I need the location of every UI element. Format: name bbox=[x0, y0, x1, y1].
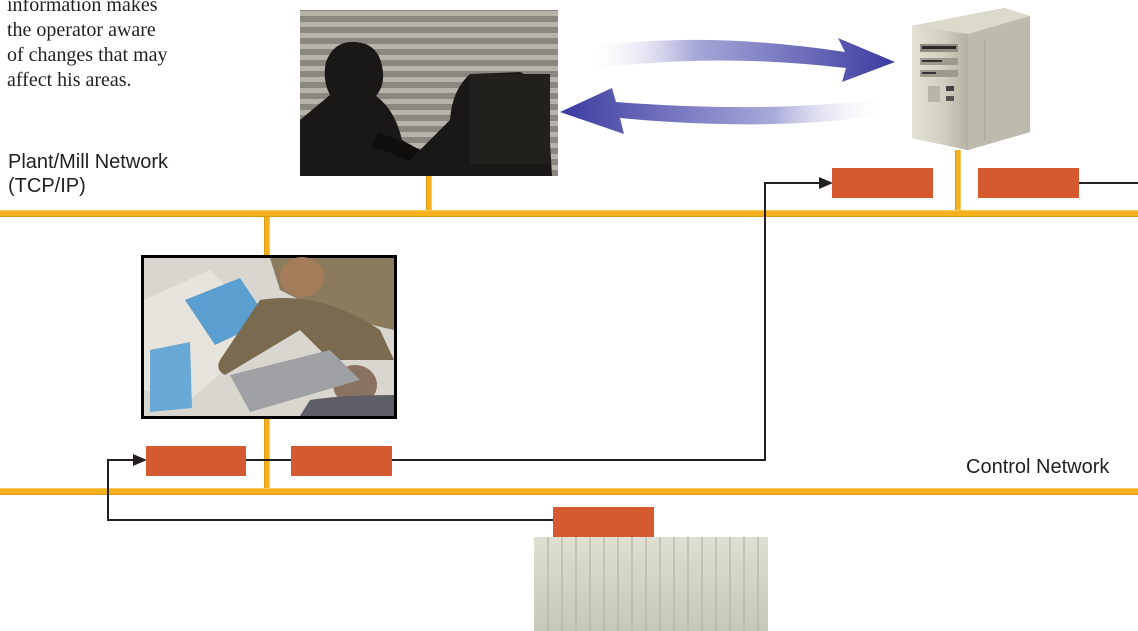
wire-rack-to-workstation-module bbox=[107, 459, 553, 521]
caption-line-4: affect his areas. bbox=[7, 69, 132, 91]
server-interface-module-right bbox=[978, 168, 1079, 198]
plant-network-protocol-label: (TCP/IP) bbox=[8, 175, 86, 197]
server-interface-module-left bbox=[832, 168, 933, 198]
workstation-interface-module-right bbox=[291, 446, 392, 476]
plant-network-label: Plant/Mill Network bbox=[8, 151, 169, 173]
wire-module2-to-server-module bbox=[392, 182, 828, 461]
workstation-interface-module-left bbox=[146, 446, 246, 476]
server-drop bbox=[955, 150, 961, 216]
control-network-bus bbox=[0, 488, 1138, 495]
operator-silhouette-photo bbox=[300, 10, 558, 177]
caption-line-2: the operator aware bbox=[7, 19, 156, 41]
arrowhead-to-workstation-module bbox=[133, 454, 147, 466]
controller-rack bbox=[534, 537, 768, 631]
sync-arrow-to-operator bbox=[560, 88, 888, 134]
caption-line-1: information makes bbox=[7, 0, 158, 16]
sync-arrow-to-server bbox=[585, 38, 895, 82]
caption-line-3: of changes that may bbox=[7, 44, 168, 66]
plant-network-bus bbox=[0, 210, 1138, 217]
caption-text: information makes the operator aware of … bbox=[7, 0, 168, 93]
control-network-label: Control Network bbox=[966, 456, 1110, 478]
arrowhead-to-server-module bbox=[819, 177, 833, 189]
operator-photo-drop bbox=[426, 176, 432, 214]
workstation-drop-lower bbox=[264, 418, 270, 494]
controller-interface-module bbox=[553, 507, 654, 537]
workstation-drop-upper bbox=[264, 212, 270, 256]
wire-connections bbox=[107, 182, 1138, 521]
server-icon bbox=[912, 8, 1030, 150]
workstation-photo bbox=[141, 255, 397, 419]
